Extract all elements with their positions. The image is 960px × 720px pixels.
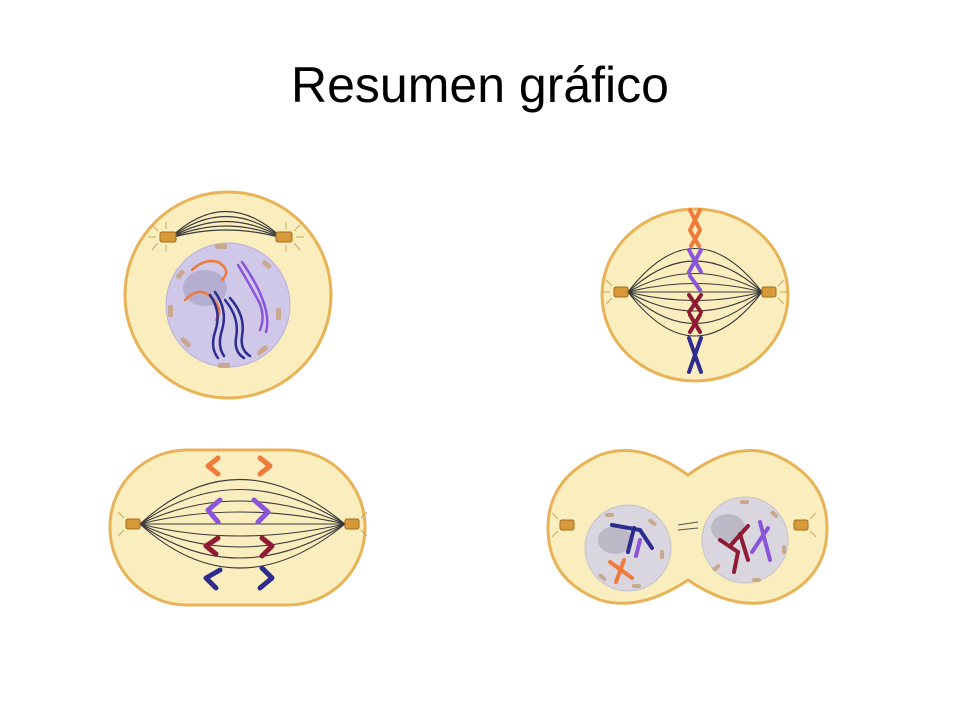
metaphase-centrosome-left: [603, 279, 629, 305]
metaphase-spindle-fibers: [627, 247, 763, 337]
prophase-nucleolus: [183, 270, 227, 306]
metaphase-cell: [600, 207, 790, 383]
telophase-chromosomes-right: [718, 520, 772, 574]
telophase-nucleolus-right: [711, 514, 745, 542]
telophase-centrosome-left: [551, 512, 575, 538]
prophase-cell: [123, 190, 333, 400]
telophase-nucleolus-left: [598, 526, 632, 554]
prophase-centrosome-right: [275, 222, 304, 252]
metaphase-chromosomes: [687, 208, 703, 374]
anaphase-centrosome-left: [117, 511, 141, 537]
telophase-envelope-right: [712, 500, 786, 582]
anaphase-cell: [108, 448, 368, 607]
prophase-spindle-fibers: [169, 210, 283, 239]
slide-title: Resumen gráfico: [291, 57, 669, 113]
metaphase-centrosome-right: [761, 279, 787, 305]
telophase-chromosomes-left: [608, 523, 654, 584]
anaphase-cytoplasm: [108, 448, 367, 607]
telophase-centrosome-right: [793, 512, 817, 538]
metaphase-cytoplasm: [600, 207, 790, 383]
anaphase-centrosome-right: [344, 511, 368, 537]
telophase-cell: [546, 449, 829, 605]
prophase-envelope-fragments: [168, 244, 281, 368]
telophase-midbody: [677, 521, 699, 531]
anaphase-chromatids: [203, 455, 275, 591]
telophase-envelope-left: [598, 513, 664, 588]
anaphase-spindle-fibers: [139, 478, 346, 569]
prophase-centrosome-left: [148, 222, 177, 252]
prophase-chromosomes: [183, 259, 269, 360]
